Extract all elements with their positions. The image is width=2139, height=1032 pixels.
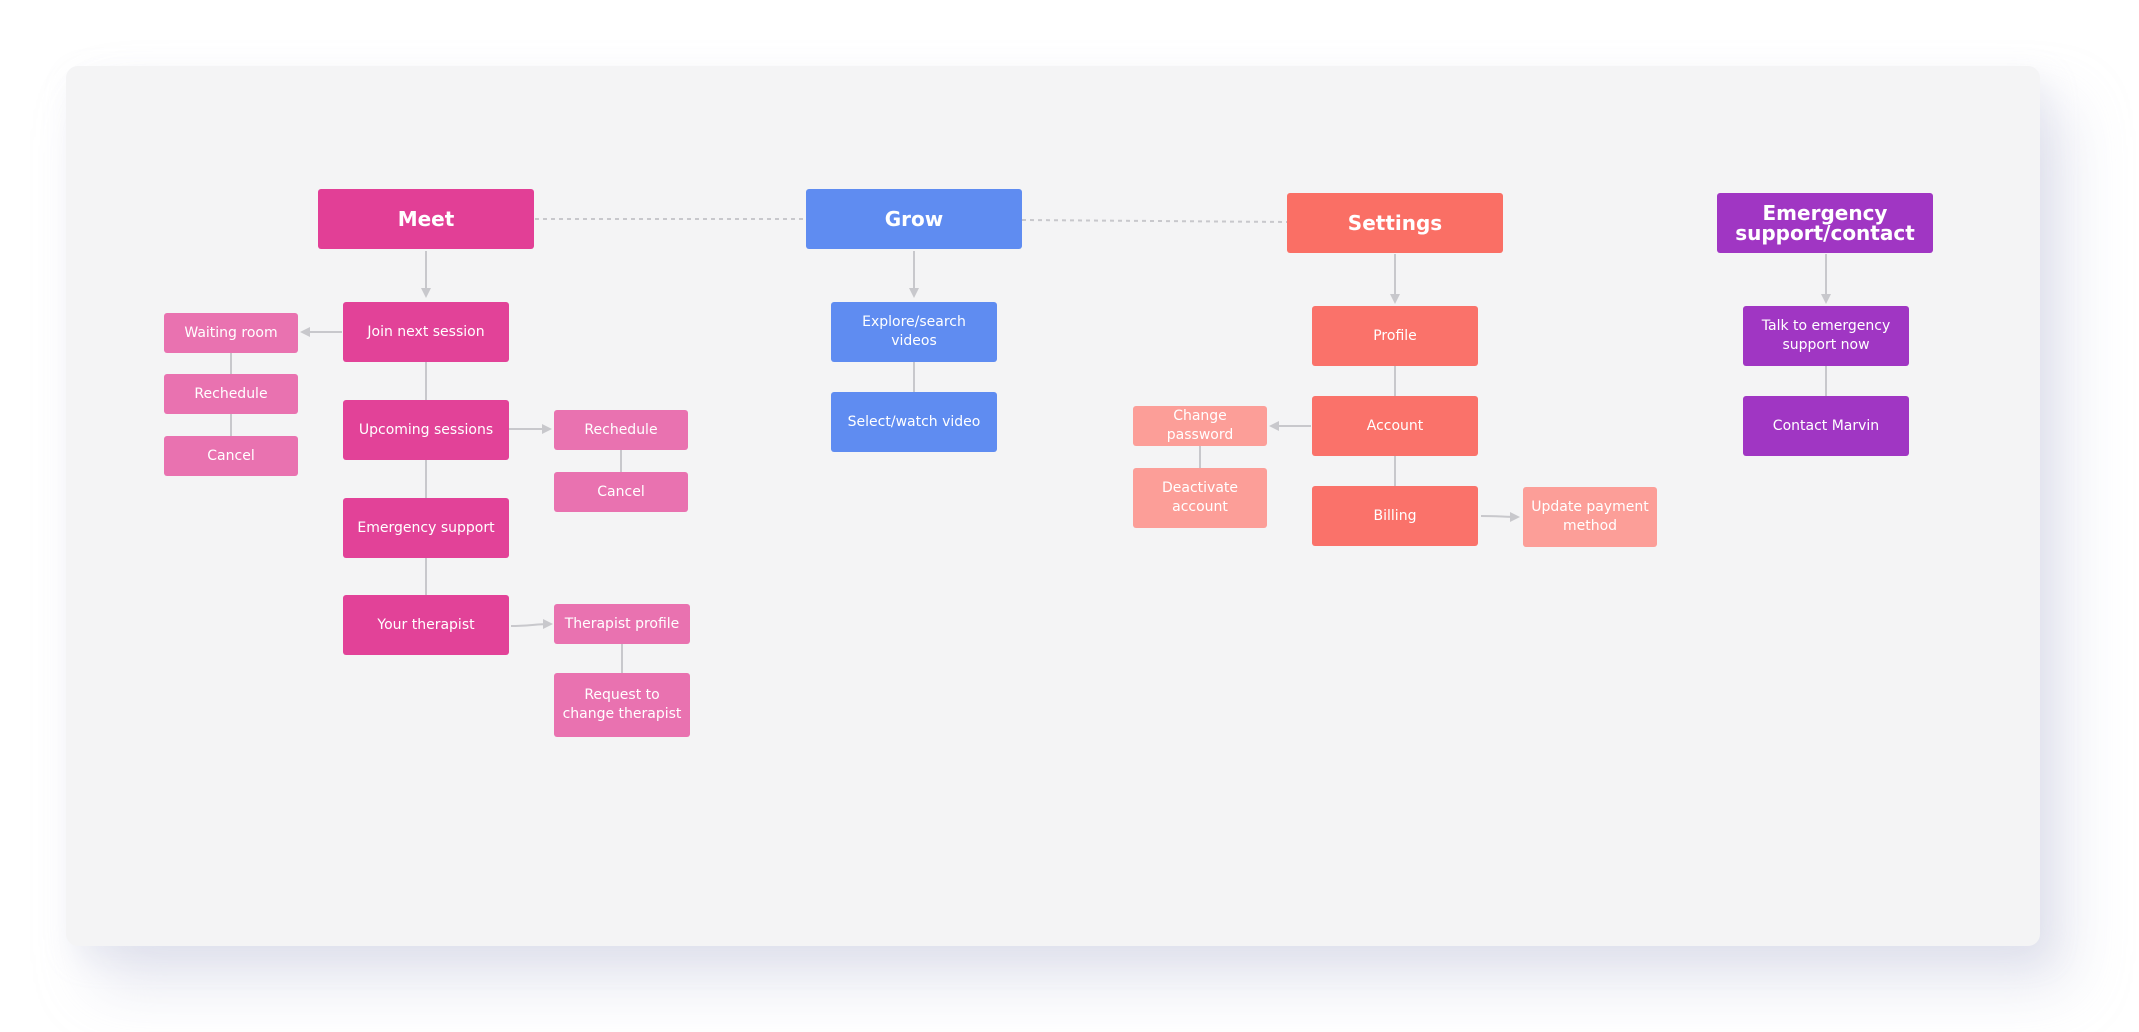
node-select-watch-video-label: Select/watch video — [847, 413, 981, 430]
node-contact-marvin[interactable]: Contact Marvin — [1743, 396, 1909, 456]
section-meet[interactable]: Meet — [318, 189, 534, 249]
section-settings[interactable]: Settings — [1287, 193, 1503, 253]
node-join-next-session[interactable]: Join next session — [343, 302, 509, 362]
node-reschedule-upcoming[interactable]: Rechedule — [554, 410, 688, 450]
node-change-password[interactable]: Change password — [1133, 406, 1267, 446]
node-reschedule-join[interactable]: Rechedule — [164, 374, 298, 414]
node-billing-label: Billing — [1373, 507, 1417, 524]
node-select-watch-video[interactable]: Select/watch video — [831, 392, 997, 452]
node-upcoming-sessions-label: Upcoming sessions — [358, 421, 494, 438]
node-emergency-support[interactable]: Emergency support — [343, 498, 509, 558]
node-explore-search-videos[interactable]: Explore/search videos — [831, 302, 997, 362]
node-therapist-profile[interactable]: Therapist profile — [554, 604, 690, 644]
node-upcoming-sessions[interactable]: Upcoming sessions — [343, 400, 509, 460]
section-meet-label: Meet — [397, 207, 455, 231]
node-waiting-room-label: Waiting room — [184, 324, 278, 341]
node-request-change-therapist[interactable]: Request to change therapist — [554, 673, 690, 737]
node-cancel-upcoming-label: Cancel — [597, 483, 645, 500]
node-cancel-upcoming[interactable]: Cancel — [554, 472, 688, 512]
node-reschedule-join-label: Rechedule — [194, 385, 268, 402]
node-explore-search-videos-label: Explore/search videos — [862, 314, 966, 349]
node-billing[interactable]: Billing — [1312, 486, 1478, 546]
node-account[interactable]: Account — [1312, 396, 1478, 456]
node-join-next-session-label: Join next session — [367, 323, 485, 340]
node-update-payment-method-label: Update payment method — [1531, 499, 1649, 534]
node-your-therapist[interactable]: Your therapist — [343, 595, 509, 655]
node-deactivate-account[interactable]: Deactivate account — [1133, 468, 1267, 528]
node-reschedule-upcoming-label: Rechedule — [584, 421, 658, 438]
section-grow-label: Grow — [884, 207, 944, 231]
node-profile[interactable]: Profile — [1312, 306, 1478, 366]
section-emergency-label: Emergency support/contact — [1735, 201, 1915, 245]
node-talk-to-emergency-support-label: Talk to emergency support now — [1761, 318, 1891, 353]
node-change-password-label: Change password — [1166, 408, 1234, 443]
node-update-payment-method[interactable]: Update payment method — [1523, 487, 1657, 547]
node-emergency-support-label: Emergency support — [357, 519, 495, 536]
node-profile-label: Profile — [1373, 327, 1417, 344]
section-settings-label: Settings — [1347, 211, 1443, 235]
node-waiting-room[interactable]: Waiting room — [164, 313, 298, 353]
node-talk-to-emergency-support[interactable]: Talk to emergency support now — [1743, 306, 1909, 366]
node-request-change-therapist-label: Request to change therapist — [562, 687, 682, 722]
node-account-label: Account — [1366, 417, 1424, 434]
section-emergency-support-contact[interactable]: Emergency support/contact — [1717, 193, 1933, 253]
section-grow[interactable]: Grow — [806, 189, 1022, 249]
node-contact-marvin-label: Contact Marvin — [1772, 417, 1880, 434]
node-therapist-profile-label: Therapist profile — [564, 615, 680, 632]
node-deactivate-account-label: Deactivate account — [1161, 480, 1238, 515]
node-cancel-join-label: Cancel — [207, 447, 255, 464]
node-cancel-join[interactable]: Cancel — [164, 436, 298, 476]
node-your-therapist-label: Your therapist — [377, 616, 475, 633]
